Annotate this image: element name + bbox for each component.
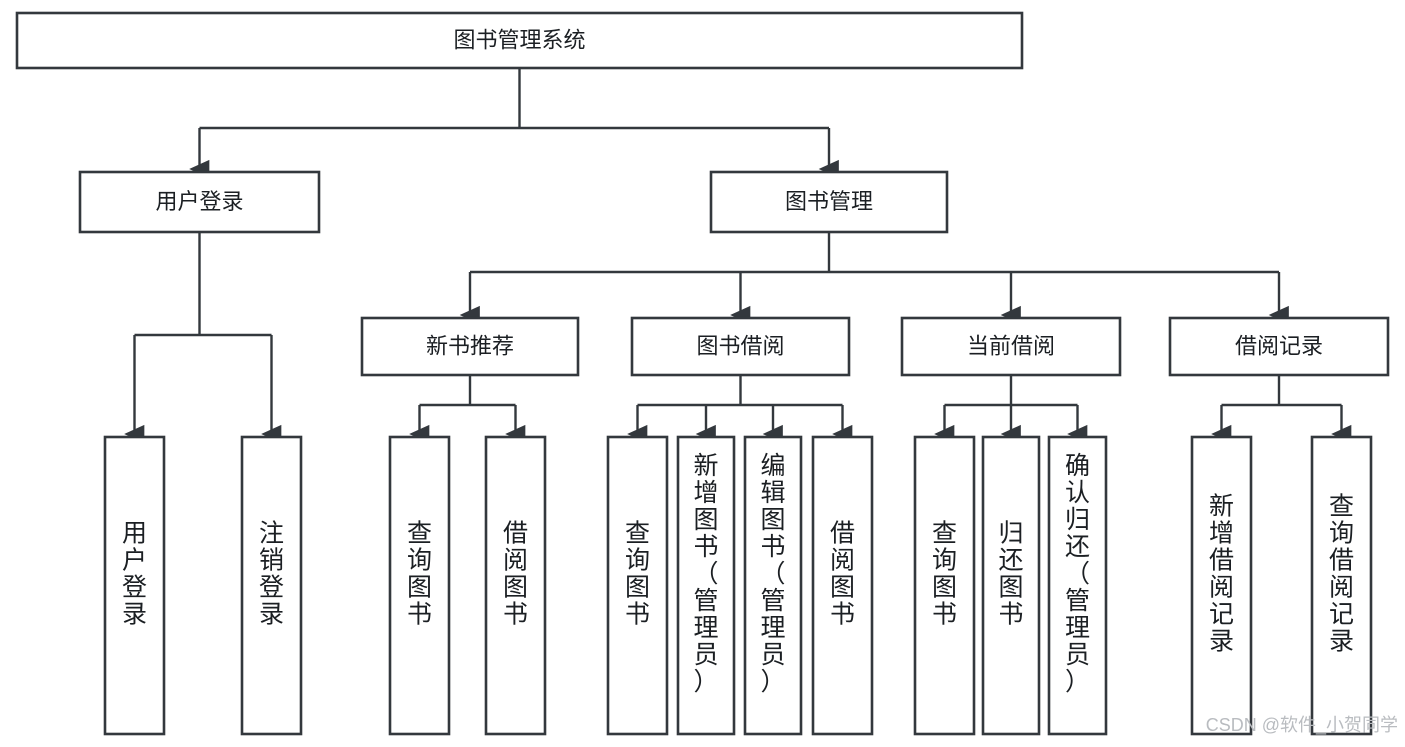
node-borrow-record-label: 借阅记录 bbox=[1235, 333, 1323, 358]
node-leaf-record-add-box[interactable] bbox=[1190, 435, 1253, 736]
node-book-borrow-box[interactable] bbox=[630, 316, 851, 377]
node-leaf-rec-query-book[interactable]: 查询图书 bbox=[388, 435, 451, 736]
node-leaf-record-query-box[interactable] bbox=[1310, 435, 1373, 736]
node-leaf-record-add-label: 新增借阅记录 bbox=[1209, 493, 1234, 656]
node-user-login-box[interactable] bbox=[78, 170, 321, 234]
node-leaf-record-query[interactable]: 查询借阅记录 bbox=[1310, 435, 1373, 736]
node-leaf-user-login-label: 用户登录 bbox=[122, 520, 147, 629]
node-leaf-user-logout[interactable]: 注销登录 bbox=[240, 435, 303, 736]
node-leaf-borrow-query-book[interactable]: 查询图书 bbox=[606, 435, 669, 736]
node-leaf-user-login[interactable]: 用户登录 bbox=[103, 435, 166, 736]
node-leaf-current-return-book-box[interactable] bbox=[981, 435, 1041, 736]
node-leaf-user-login-box[interactable] bbox=[103, 435, 166, 736]
node-user-login-label: 用户登录 bbox=[155, 189, 243, 214]
node-leaf-borrow-query-book-box[interactable] bbox=[606, 435, 669, 736]
node-leaf-rec-borrow-book-box[interactable] bbox=[484, 435, 547, 736]
node-root-root-label: 图书管理系统 bbox=[453, 27, 585, 52]
node-leaf-rec-query-book-box[interactable] bbox=[388, 435, 451, 736]
node-leaf-borrow-add-book[interactable]: 新增图书（管理员） bbox=[676, 435, 736, 736]
node-leaf-record-query-label: 查询借阅记录 bbox=[1329, 493, 1354, 656]
node-root-root-box[interactable] bbox=[15, 11, 1024, 70]
node-root-root[interactable]: 图书管理系统 bbox=[15, 11, 1024, 70]
node-leaf-current-confirm-return-box[interactable] bbox=[1047, 435, 1108, 736]
node-leaf-current-query-book-box[interactable] bbox=[913, 435, 976, 736]
node-leaf-current-query-book-label: 查询图书 bbox=[932, 520, 957, 629]
node-leaf-borrow-add-book-label: 新增图书（管理员） bbox=[693, 452, 718, 696]
node-current-borrow[interactable]: 当前借阅 bbox=[900, 316, 1122, 377]
node-book-borrow-label: 图书借阅 bbox=[696, 333, 784, 358]
node-leaf-borrow-borrow-book[interactable]: 借阅图书 bbox=[811, 435, 874, 736]
node-current-borrow-box[interactable] bbox=[900, 316, 1122, 377]
node-book-manage[interactable]: 图书管理 bbox=[709, 170, 949, 234]
node-leaf-borrow-query-book-label: 查询图书 bbox=[625, 520, 650, 629]
edge-layer bbox=[124, 68, 1352, 444]
node-leaf-borrow-add-book-box[interactable] bbox=[676, 435, 736, 736]
node-current-borrow-label: 当前借阅 bbox=[967, 333, 1055, 358]
node-leaf-rec-query-book-label: 查询图书 bbox=[407, 520, 432, 629]
node-leaf-rec-borrow-book-label: 借阅图书 bbox=[503, 520, 528, 629]
node-new-book-recommend-label: 新书推荐 bbox=[426, 333, 514, 358]
node-book-borrow[interactable]: 图书借阅 bbox=[630, 316, 851, 377]
node-borrow-record-box[interactable] bbox=[1168, 316, 1390, 377]
node-borrow-record[interactable]: 借阅记录 bbox=[1168, 316, 1390, 377]
node-leaf-borrow-edit-book[interactable]: 编辑图书（管理员） bbox=[743, 435, 803, 736]
node-leaf-user-logout-label: 注销登录 bbox=[259, 520, 284, 629]
node-new-book-recommend-box[interactable] bbox=[360, 316, 580, 377]
node-leaf-current-confirm-return[interactable]: 确认归还（管理员） bbox=[1047, 435, 1108, 736]
node-new-book-recommend[interactable]: 新书推荐 bbox=[360, 316, 580, 377]
node-leaf-user-logout-box[interactable] bbox=[240, 435, 303, 736]
node-leaf-rec-borrow-book[interactable]: 借阅图书 bbox=[484, 435, 547, 736]
node-leaf-borrow-edit-book-box[interactable] bbox=[743, 435, 803, 736]
csdn-watermark: CSDN @软件_小贺同学 bbox=[1206, 715, 1398, 736]
node-leaf-current-query-book[interactable]: 查询图书 bbox=[913, 435, 976, 736]
node-leaf-current-return-book-label: 归还图书 bbox=[998, 520, 1023, 629]
node-leaf-borrow-edit-book-label: 编辑图书（管理员） bbox=[760, 452, 785, 696]
node-book-manage-box[interactable] bbox=[709, 170, 949, 234]
node-leaf-borrow-borrow-book-box[interactable] bbox=[811, 435, 874, 736]
node-layer: 图书管理系统用户登录图书管理新书推荐图书借阅当前借阅借阅记录用户登录注销登录查询… bbox=[15, 11, 1390, 736]
node-leaf-current-confirm-return-label: 确认归还（管理员） bbox=[1065, 452, 1090, 696]
node-book-manage-label: 图书管理 bbox=[785, 189, 873, 214]
node-user-login[interactable]: 用户登录 bbox=[78, 170, 321, 234]
node-leaf-record-add[interactable]: 新增借阅记录 bbox=[1190, 435, 1253, 736]
node-leaf-borrow-borrow-book-label: 借阅图书 bbox=[830, 520, 855, 629]
node-leaf-current-return-book[interactable]: 归还图书 bbox=[981, 435, 1041, 736]
